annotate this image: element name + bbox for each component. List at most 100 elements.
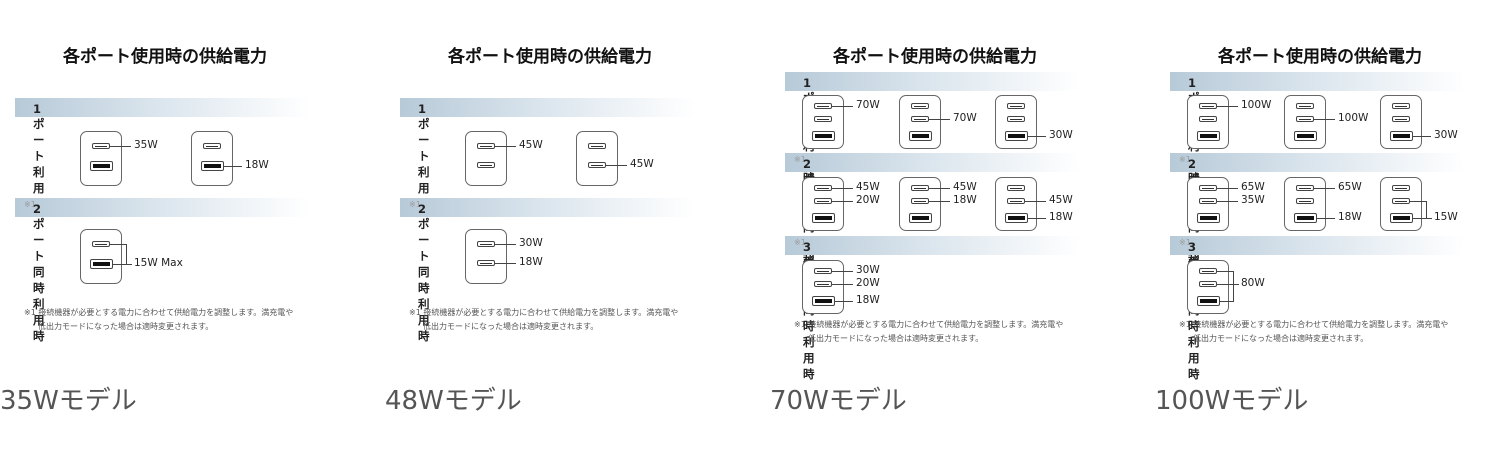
- usb-c-port: [1199, 103, 1217, 109]
- usb-c-port: [814, 198, 832, 204]
- section-title-text: 1ポート利用時: [33, 102, 45, 211]
- leader-line: [1027, 218, 1046, 219]
- wattage-label: 30W: [1049, 129, 1073, 141]
- wattage-label: 65W: [1241, 181, 1265, 193]
- leader-line: [1314, 119, 1335, 120]
- section-title: 2ポート同時利用時※1: [24, 200, 45, 343]
- leader-line: [110, 146, 131, 147]
- usb-a-port: [1004, 131, 1028, 141]
- usb-a-port: [811, 296, 835, 306]
- leader-line: [1217, 284, 1233, 285]
- section-title: 2ポート同時利用時※1: [409, 200, 430, 343]
- usb-c-port: [1199, 281, 1217, 287]
- panel-title: 各ポート使用時の供給電力: [1218, 47, 1422, 67]
- wattage-label: 15W Max: [134, 257, 183, 269]
- charger-device: [1187, 260, 1229, 314]
- usb-c-port: [203, 143, 221, 149]
- footnote: ※1 接続機器が必要とする電力に合わせて供給電力を調整します。満充電や低出力モー…: [794, 318, 1063, 346]
- usb-c-port: [477, 260, 495, 266]
- section-header: 3ポート同時利用時※1: [785, 236, 1080, 381]
- leader-line: [223, 166, 242, 167]
- footnote-mark: ※1: [409, 200, 421, 209]
- usb-a-port: [811, 131, 835, 141]
- panel-2: 各ポート使用時の供給電力1ポート利用時70W70W30W2ポート同時利用時※14…: [770, 0, 1150, 455]
- charger-device: [899, 95, 941, 149]
- wattage-label: 15W: [1434, 211, 1458, 223]
- model-name: 48Wモデル: [385, 386, 522, 416]
- leader-line: [1217, 106, 1238, 107]
- wattage-label: 70W: [856, 99, 880, 111]
- usb-a-port: [1196, 296, 1220, 306]
- wattage-label: 18W: [245, 159, 269, 171]
- usb-a-port: [1389, 213, 1413, 223]
- leader-line: [495, 244, 516, 245]
- charger-device: [80, 229, 122, 284]
- leader-line: [1217, 271, 1233, 272]
- leader-line: [1217, 188, 1238, 189]
- wattage-label: 100W: [1338, 112, 1369, 124]
- section-header: 1ポート利用時: [785, 72, 1080, 185]
- wattage-label: 45W: [1049, 194, 1073, 206]
- bracket-line: [1426, 201, 1427, 219]
- usb-c-port: [1007, 198, 1025, 204]
- section-header: 1ポート利用時: [400, 98, 695, 211]
- usb-a-port: [811, 213, 835, 223]
- usb-c-port: [1392, 103, 1410, 109]
- panel-1: 各ポート使用時の供給電力1ポート利用時45W45W2ポート同時利用時※130W1…: [385, 0, 765, 455]
- charger-device: [465, 131, 507, 186]
- leader-line: [929, 119, 950, 120]
- charger-device: [1284, 177, 1326, 231]
- usb-a-port: [908, 131, 932, 141]
- usb-c-port: [1199, 268, 1217, 274]
- usb-c-port: [1296, 103, 1314, 109]
- charger-device: [1380, 177, 1422, 231]
- usb-c-port: [1007, 116, 1025, 122]
- section-title: 2ポート同時利用時※1: [1179, 155, 1200, 298]
- wattage-label: 45W: [856, 181, 880, 193]
- usb-a-port: [89, 259, 113, 269]
- footnote-line: 低出力モードになった場合は適時変更されます。: [423, 322, 599, 331]
- leader-line: [1314, 188, 1335, 189]
- usb-c-port: [911, 103, 929, 109]
- wattage-label: 65W: [1338, 181, 1362, 193]
- usb-a-port: [1004, 213, 1028, 223]
- leader-line: [929, 188, 950, 189]
- leader-line: [495, 146, 516, 147]
- wattage-label: 30W: [1434, 129, 1458, 141]
- footnote-mark: ※1: [794, 155, 806, 164]
- footnote-mark: ※1: [794, 238, 806, 247]
- charger-device: [191, 131, 233, 186]
- leader-line: [832, 106, 853, 107]
- panel-0: 各ポート使用時の供給電力1ポート利用時35W18W2ポート同時利用時※115W …: [0, 0, 380, 455]
- footnote-line: 低出力モードになった場合は適時変更されます。: [1193, 334, 1369, 343]
- usb-c-port: [1199, 185, 1217, 191]
- usb-c-port: [477, 241, 495, 247]
- usb-c-port: [1392, 185, 1410, 191]
- wattage-label: 18W: [1049, 211, 1073, 223]
- model-name: 70Wモデル: [770, 386, 907, 416]
- section-header: 3ポート同時利用時※1: [1170, 236, 1465, 381]
- charger-device: [80, 131, 122, 186]
- usb-c-port: [814, 185, 832, 191]
- leader-line: [1219, 301, 1233, 302]
- usb-a-port: [1196, 131, 1220, 141]
- leader-line: [495, 263, 516, 264]
- leader-line: [126, 264, 132, 265]
- leader-line: [834, 301, 853, 302]
- usb-c-port: [477, 162, 495, 168]
- usb-c-port: [814, 281, 832, 287]
- usb-c-port: [814, 116, 832, 122]
- leader-line: [1412, 218, 1426, 219]
- leader-line: [110, 244, 126, 245]
- section-title-text: 2ポート同時利用時: [33, 202, 45, 343]
- leader-line: [1316, 218, 1335, 219]
- section-header: 2ポート同時利用時※1: [785, 153, 1080, 298]
- usb-a-port: [89, 161, 113, 171]
- bracket-line: [126, 244, 127, 265]
- usb-a-port: [1293, 213, 1317, 223]
- usb-c-port: [1296, 185, 1314, 191]
- panel-title: 各ポート使用時の供給電力: [833, 47, 1037, 67]
- section-header: 2ポート同時利用時※1: [400, 198, 695, 343]
- usb-c-port: [1199, 116, 1217, 122]
- leader-line: [929, 201, 950, 202]
